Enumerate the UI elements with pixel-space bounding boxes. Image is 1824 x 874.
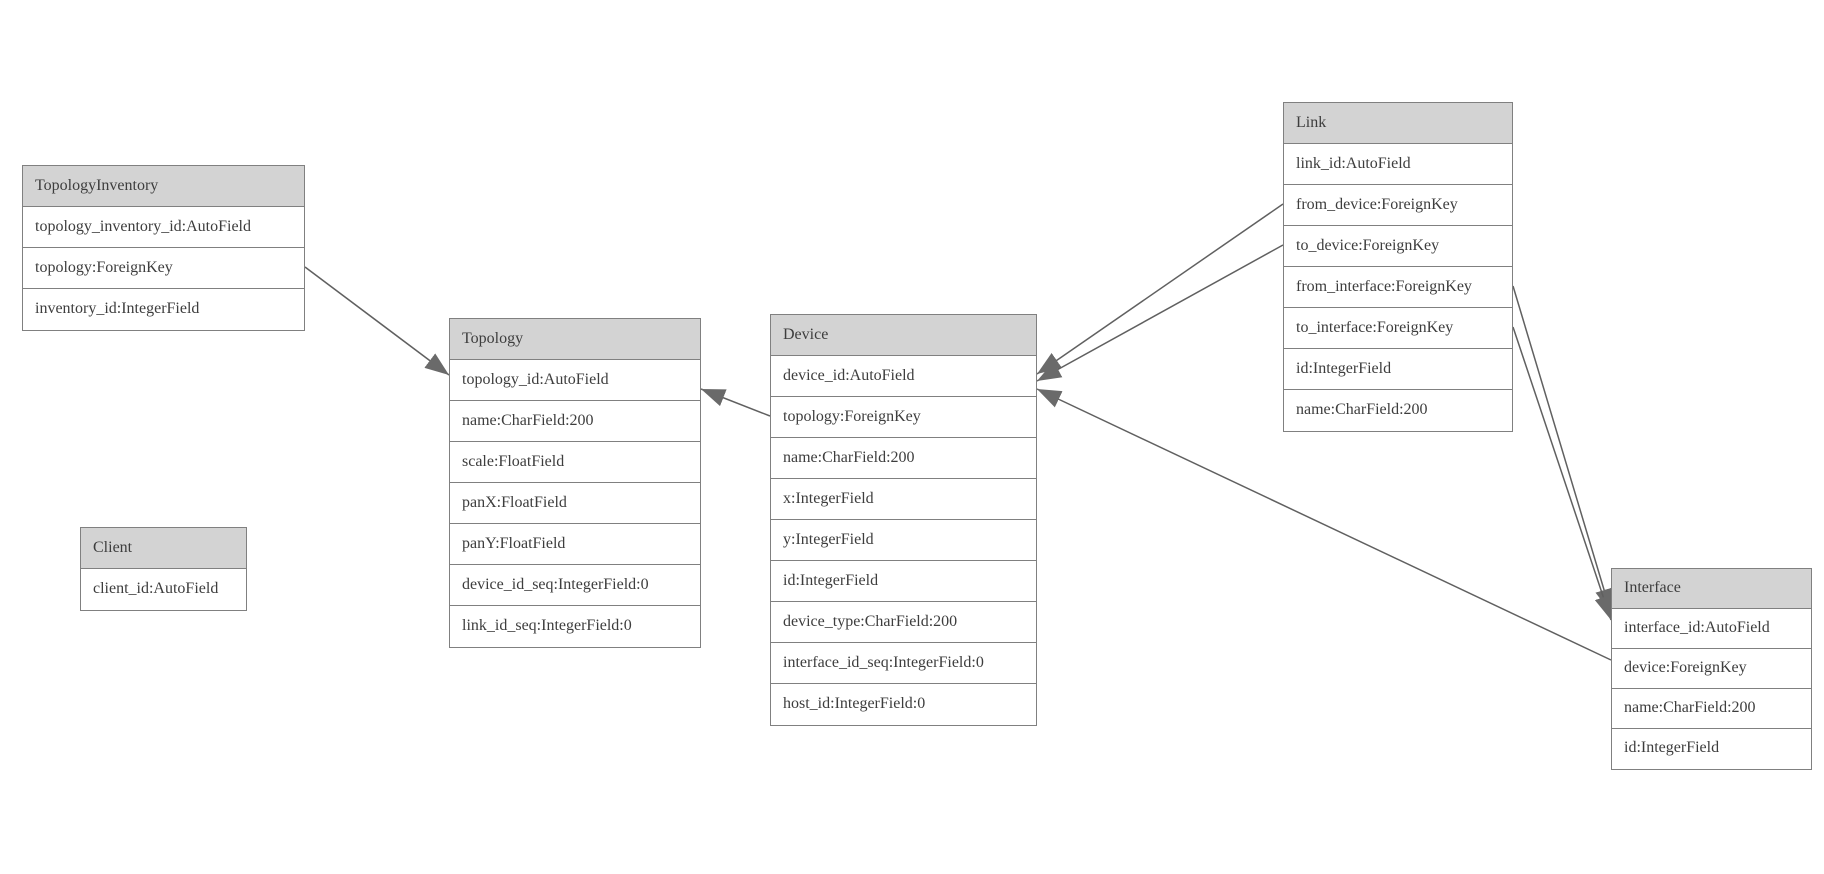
field-interface-id-seq: interface_id_seq:IntegerField:0 bbox=[771, 643, 1036, 684]
field-panY: panY:FloatField bbox=[450, 524, 700, 565]
entity-title-topologyinventory: TopologyInventory bbox=[23, 166, 304, 207]
relationship-link-from-interface-to-interface bbox=[1512, 285, 1613, 614]
field-topology-inventory-id: topology_inventory_id:AutoField bbox=[23, 207, 304, 248]
field-id: id:IntegerField bbox=[1284, 349, 1512, 390]
field-y: y:IntegerField bbox=[771, 520, 1036, 561]
relationship-topologyinventory-topology-to-topology bbox=[304, 266, 450, 376]
field-device-id: device_id:AutoField bbox=[771, 356, 1036, 397]
field-device-id-seq: device_id_seq:IntegerField:0 bbox=[450, 565, 700, 606]
entity-title-link: Link bbox=[1284, 103, 1512, 144]
entity-title-device: Device bbox=[771, 315, 1036, 356]
field-x: x:IntegerField bbox=[771, 479, 1036, 520]
entity-title-interface: Interface bbox=[1612, 569, 1811, 609]
entity-title-client: Client bbox=[81, 528, 246, 569]
field-inventory-id: inventory_id:IntegerField bbox=[23, 289, 304, 330]
relationship-device-topology-to-topology bbox=[700, 388, 771, 417]
entity-title-topology: Topology bbox=[450, 319, 700, 360]
field-from-interface: from_interface:ForeignKey bbox=[1284, 267, 1512, 308]
field-from-device: from_device:ForeignKey bbox=[1284, 185, 1512, 226]
field-topology: topology:ForeignKey bbox=[771, 397, 1036, 438]
field-panX: panX:FloatField bbox=[450, 483, 700, 524]
field-id: id:IntegerField bbox=[1612, 729, 1811, 769]
field-link-id: link_id:AutoField bbox=[1284, 144, 1512, 185]
field-scale: scale:FloatField bbox=[450, 442, 700, 483]
field-link-id-seq: link_id_seq:IntegerField:0 bbox=[450, 606, 700, 647]
field-topology-id: topology_id:AutoField bbox=[450, 360, 700, 401]
relationship-link-to-interface-to-interface bbox=[1512, 326, 1612, 621]
relationship-link-to-device-to-device bbox=[1036, 244, 1284, 382]
field-topology: topology:ForeignKey bbox=[23, 248, 304, 289]
field-device-type: device_type:CharField:200 bbox=[771, 602, 1036, 643]
field-device: device:ForeignKey bbox=[1612, 649, 1811, 689]
field-name: name:CharField:200 bbox=[450, 401, 700, 442]
field-to-device: to_device:ForeignKey bbox=[1284, 226, 1512, 267]
field-name: name:CharField:200 bbox=[1284, 390, 1512, 431]
field-interface-id: interface_id:AutoField bbox=[1612, 609, 1811, 649]
relationship-link-from-device-to-device bbox=[1036, 203, 1284, 375]
field-client-id: client_id:AutoField bbox=[81, 569, 246, 610]
field-to-interface: to_interface:ForeignKey bbox=[1284, 308, 1512, 349]
field-host-id: host_id:IntegerField:0 bbox=[771, 684, 1036, 725]
field-id: id:IntegerField bbox=[771, 561, 1036, 602]
field-name: name:CharField:200 bbox=[771, 438, 1036, 479]
field-name: name:CharField:200 bbox=[1612, 689, 1811, 729]
